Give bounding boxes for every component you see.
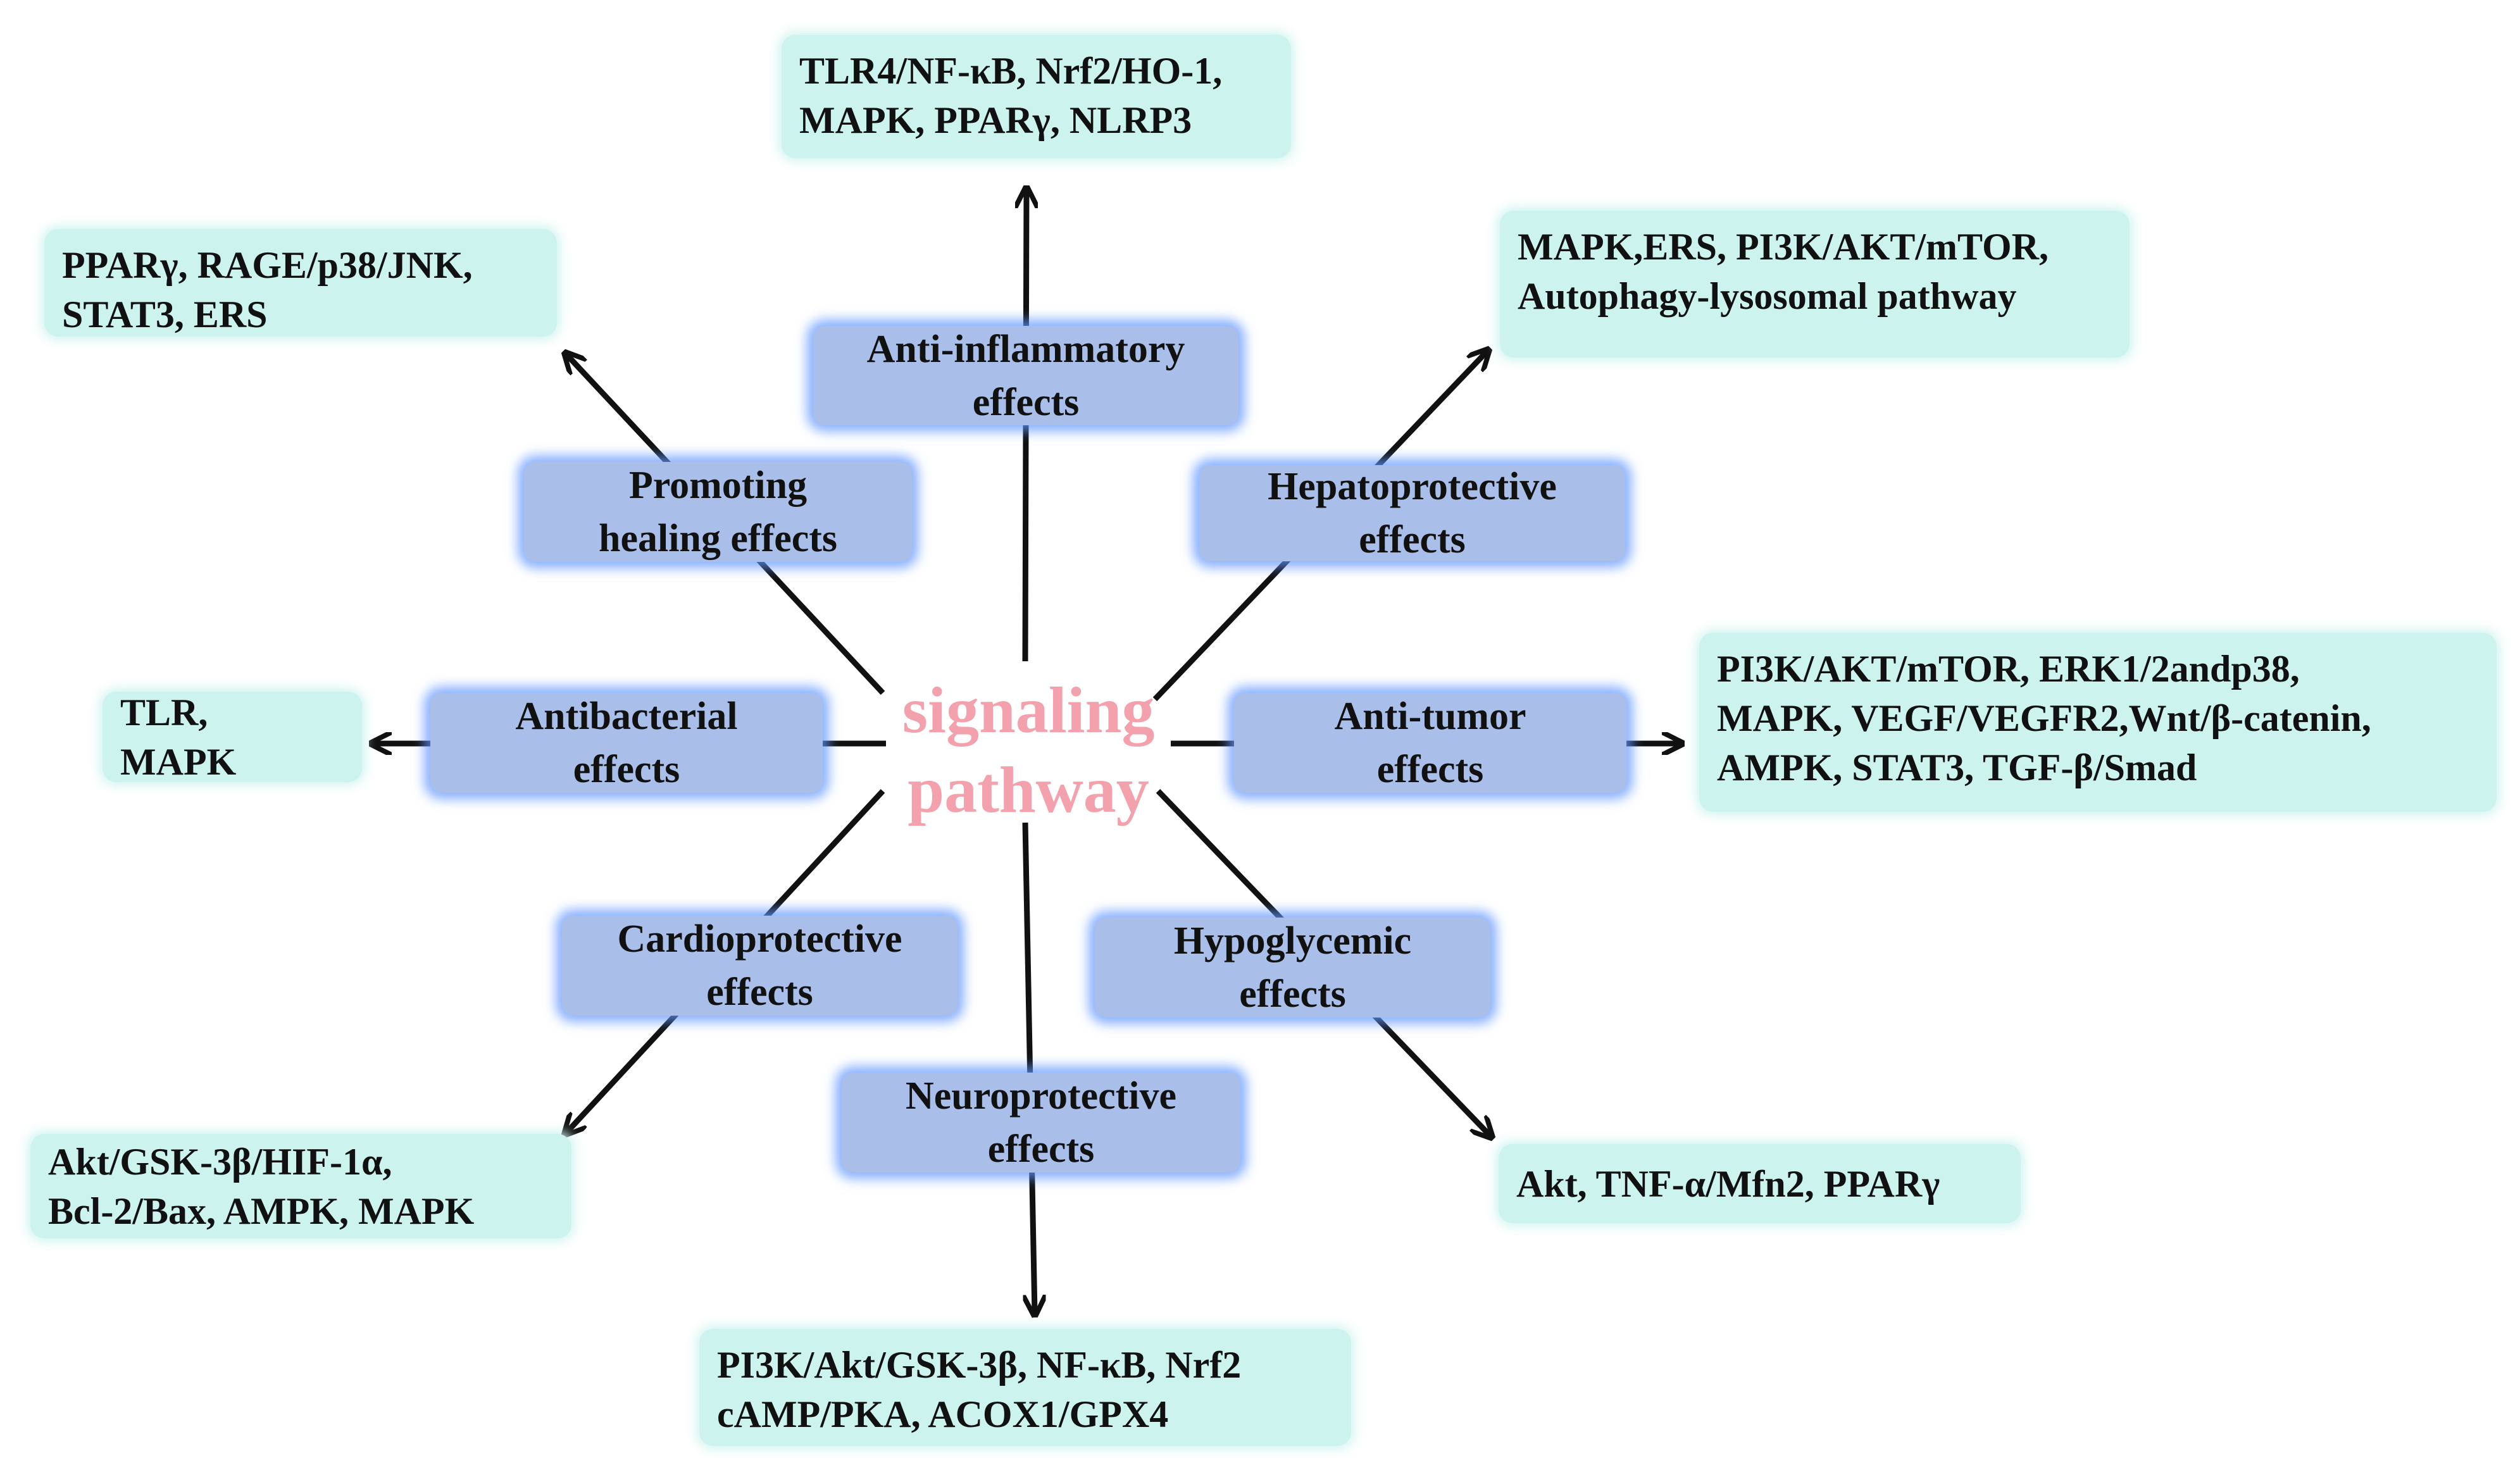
pathway-box-neuroprotective: PI3K/Akt/GSK-3β, NF-κB, Nrf2 cAMP/PKA, A… (699, 1329, 1351, 1446)
effect-box-anti-tumor: Anti-tumor effects (1234, 693, 1626, 793)
effect-label: healing effects (598, 517, 838, 560)
effect-box-antibacterial: Antibacterial effects (430, 693, 823, 793)
effect-label: Antibacterial (515, 695, 738, 738)
center-label: signaling pathway (880, 671, 1177, 830)
pathway-box-anti-inflammatory: TLR4/NF-κB, Nrf2/HO-1, MAPK, PPARγ, NLRP… (782, 35, 1291, 158)
pathway-text: PI3K/Akt/GSK-3β, NF-κB, Nrf2 (717, 1344, 1242, 1386)
effect-label: effects (1376, 748, 1484, 791)
effect-label: Cardioprotective (617, 918, 902, 961)
effect-box-neuroprotective: Neuroprotective effects (842, 1073, 1240, 1173)
effect-box-anti-inflammatory: Anti-inflammatory effects (813, 326, 1238, 425)
pathway-text: AMPK, STAT3, TGF-β/Smad (1717, 747, 2197, 788)
effect-box-promoting-healing: Promoting healing effects (524, 462, 912, 562)
pathway-text: Bcl-2/Bax, AMPK, MAPK (48, 1190, 475, 1232)
arrow-anti-inflammatory (1025, 190, 1026, 662)
effect-label: effects (1239, 973, 1346, 1016)
pathway-box-hepatoprotective: MAPK,ERS, PI3K/AKT/mTOR, Autophagy-lysos… (1500, 211, 2130, 358)
pathway-text: TLR, (120, 691, 208, 733)
effect-label: Anti-tumor (1334, 695, 1526, 738)
pathway-box-hypoglycemic: Akt, TNF-α/Mfn2, PPARγ (1499, 1144, 2021, 1223)
effect-label: effects (706, 971, 813, 1014)
effect-label: Anti-inflammatory (866, 327, 1185, 371)
pathway-text: Akt/GSK-3β/HIF-1α, (48, 1140, 392, 1183)
pathway-box-anti-tumor: PI3K/AKT/mTOR, ERK1/2andp38, MAPK, VEGF/… (1699, 633, 2497, 812)
pathway-text: MAPK, VEGF/VEGFR2,Wnt/β-catenin, (1717, 697, 2371, 739)
effect-label: Promoting (628, 464, 808, 507)
pathway-text: MAPK, PPARγ, NLRP3 (799, 99, 1192, 141)
effect-box-cardioprotective: Cardioprotective effects (562, 916, 957, 1016)
effect-box-hepatoprotective: Hepatoprotective effects (1199, 465, 1625, 561)
pathway-text: cAMP/PKA, ACOX1/GPX4 (717, 1393, 1169, 1435)
pathway-text: STAT3, ERS (62, 294, 268, 335)
effect-label: Hepatoprotective (1268, 465, 1557, 508)
effect-box-hypoglycemic: Hypoglycemic effects (1095, 918, 1490, 1018)
effect-label: effects (573, 748, 680, 791)
pathway-text: PI3K/AKT/mTOR, ERK1/2andp38, (1717, 648, 2300, 690)
effect-label: Hypoglycemic (1173, 919, 1412, 962)
pathway-text: MAPK (120, 740, 237, 783)
pathway-text: TLR4/NF-κB, Nrf2/HO-1, (799, 50, 1223, 92)
arrow-neuroprotective (1022, 822, 1035, 1313)
effect-label: effects (1359, 518, 1466, 561)
pathway-text: Akt, TNF-α/Mfn2, PPARγ (1516, 1162, 1940, 1205)
center-label-line: pathway (908, 754, 1149, 826)
pathway-text: PPARγ, RAGE/p38/JNK, (62, 244, 473, 286)
pathway-text: Autophagy-lysosomal pathway (1518, 275, 2017, 317)
pathway-box-promoting-healing: PPARγ, RAGE/p38/JNK, STAT3, ERS (44, 229, 557, 337)
pathway-box-antibacterial: TLR, MAPK (103, 692, 362, 783)
pathway-box-cardioprotective: Akt/GSK-3β/HIF-1α, Bcl-2/Bax, AMPK, MAPK (30, 1134, 571, 1238)
effect-label: Neuroprotective (905, 1074, 1177, 1118)
pathway-text: MAPK,ERS, PI3K/AKT/mTOR, (1518, 226, 2049, 268)
center-label-line: signaling (902, 674, 1155, 747)
effect-label: effects (987, 1128, 1095, 1171)
effect-label: effects (972, 380, 1080, 424)
